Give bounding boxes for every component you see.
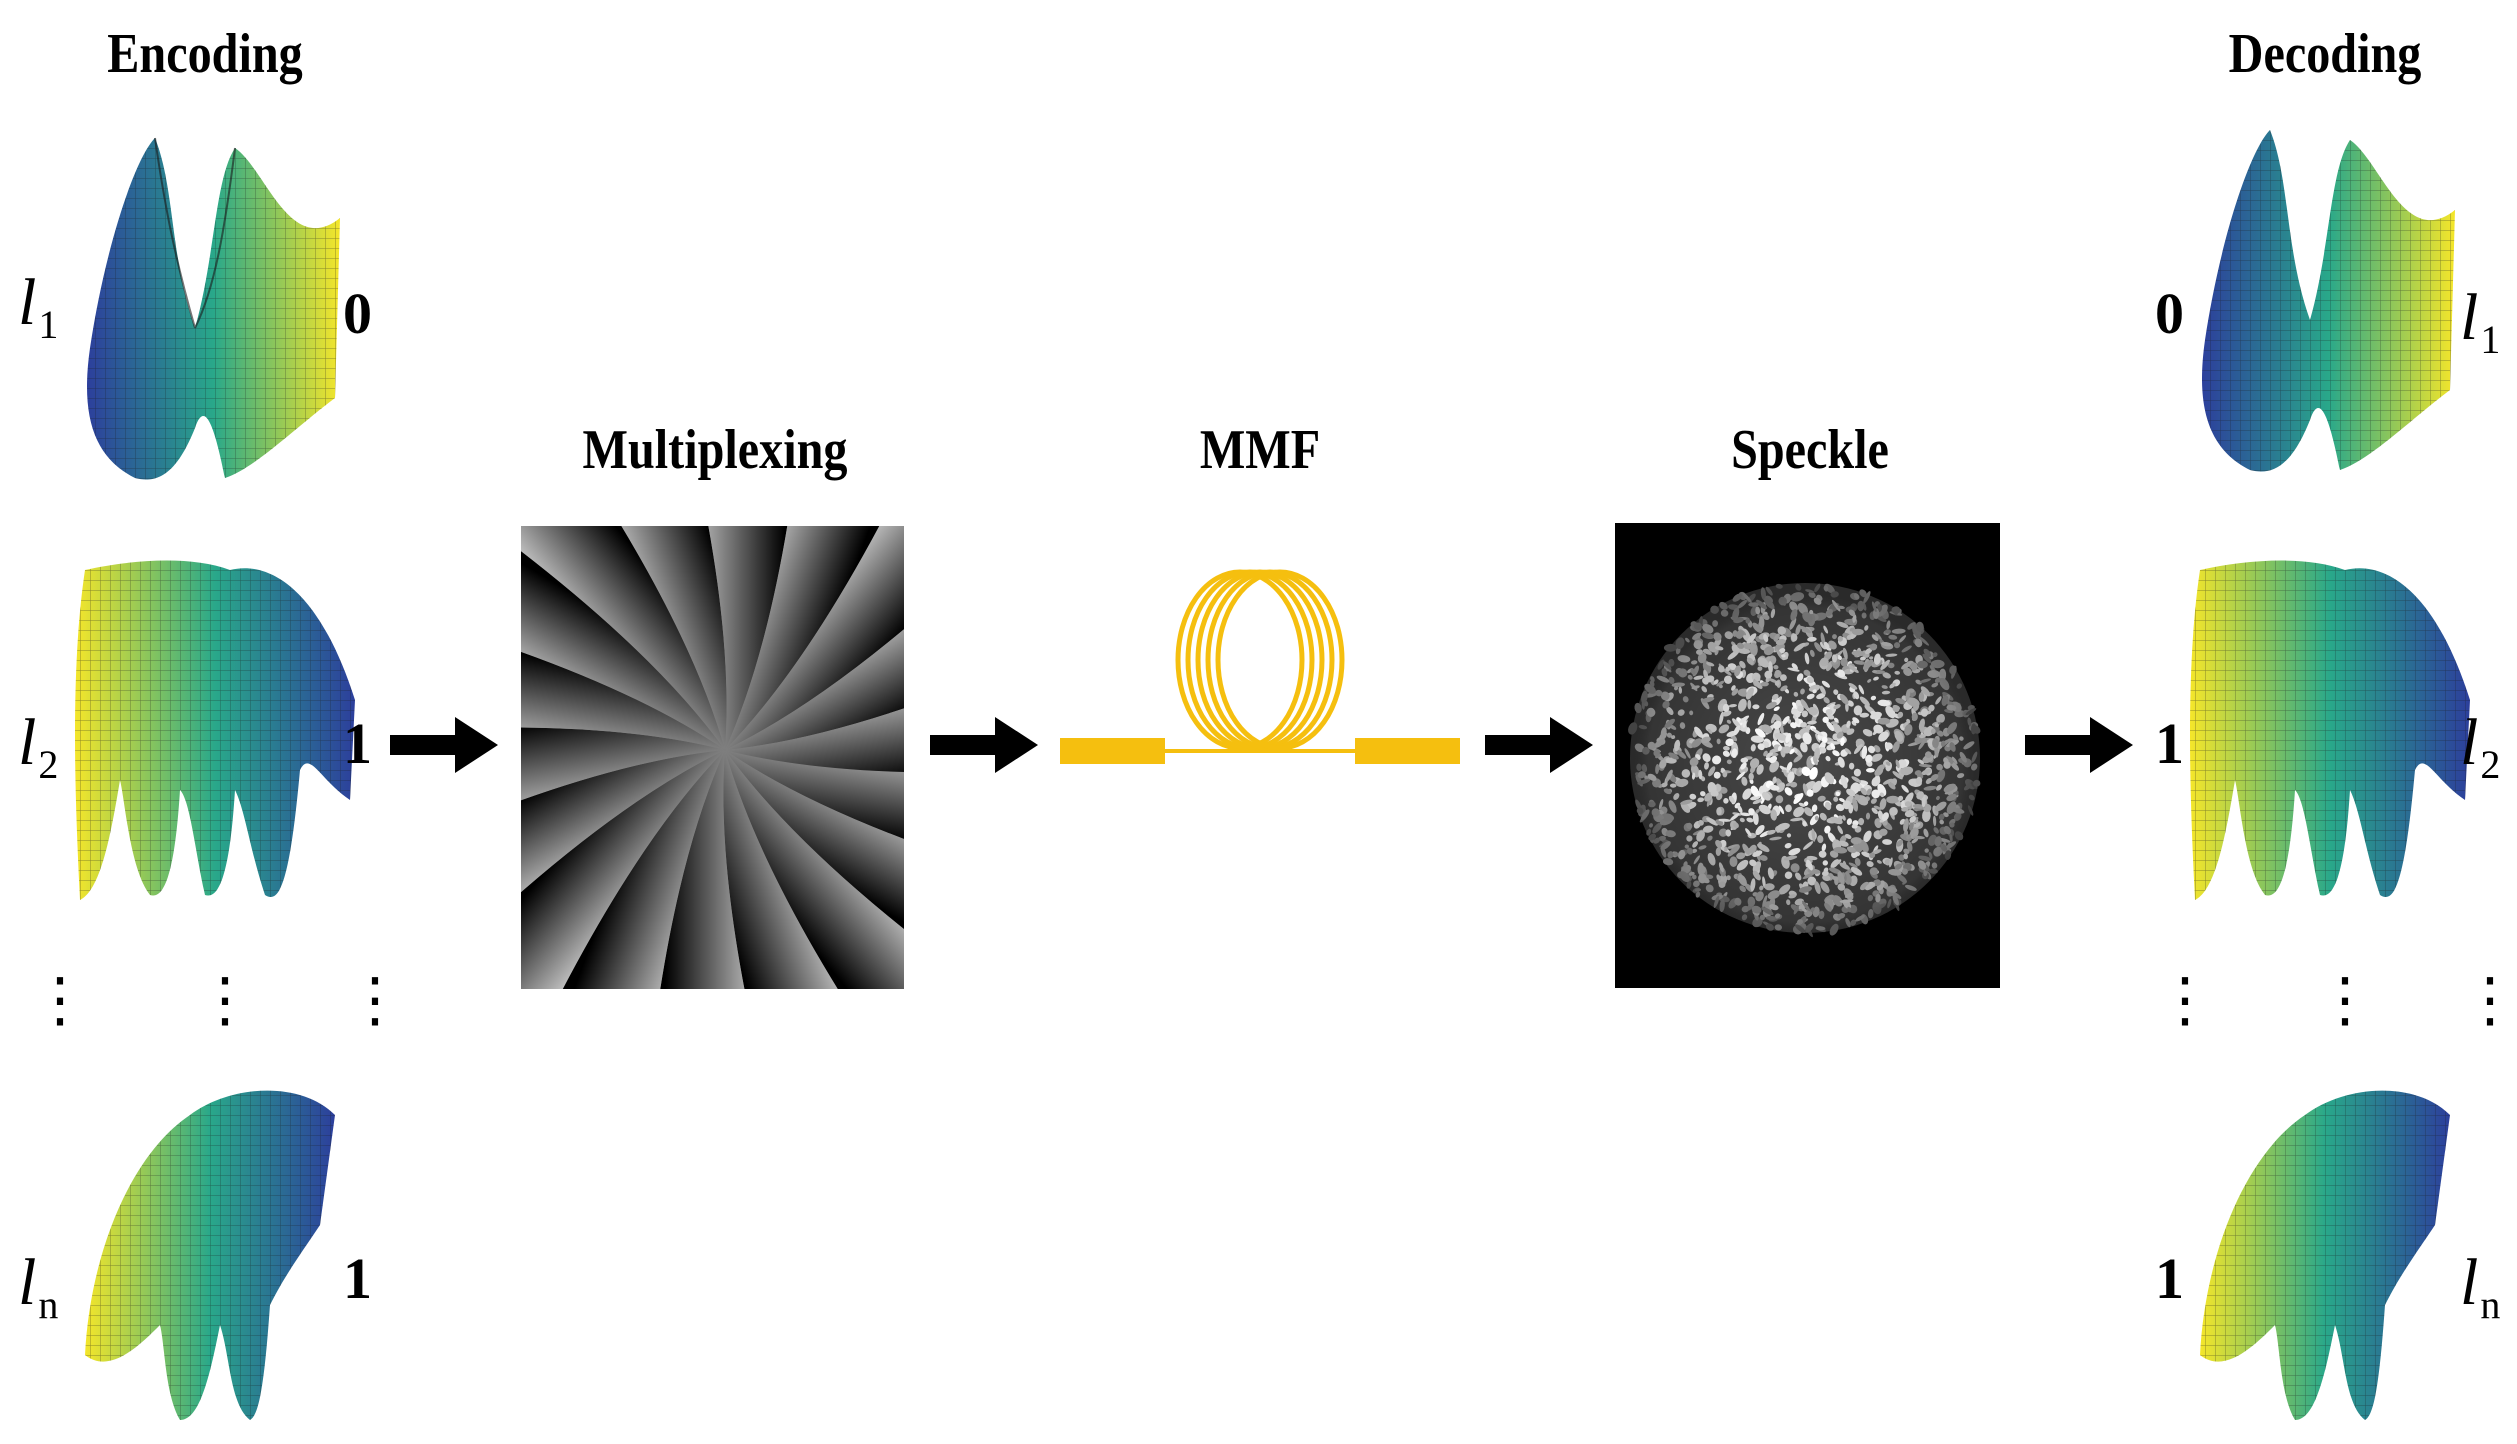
hologram-wedge bbox=[708, 525, 788, 750]
hologram-wedge bbox=[520, 525, 725, 750]
encoding-ellipsis-3: ⋮ bbox=[345, 965, 405, 1035]
encoding-surface-1 bbox=[87, 137, 340, 480]
decoding-bit-n: 1 bbox=[2155, 1246, 2184, 1311]
decoding-ellipsis-2: ⋮ bbox=[2315, 965, 2375, 1035]
hologram-wedge bbox=[725, 628, 905, 750]
multimode-fiber-coil bbox=[1060, 569, 1460, 764]
hologram-wedge bbox=[520, 750, 725, 894]
arrow-multiplexing-to-mmf bbox=[930, 717, 1038, 773]
hologram-wedge bbox=[520, 727, 725, 801]
decoding-mode-label-1: l1 bbox=[2460, 281, 2501, 362]
multiplexing-title: Multiplexing bbox=[582, 419, 848, 481]
encoding-mode-label-n: ln bbox=[18, 1246, 59, 1327]
hologram-wedge bbox=[725, 525, 880, 750]
arrow-encoding-to-multiplexing bbox=[390, 717, 498, 773]
encoding-mode-label-2: l2 bbox=[18, 706, 59, 787]
hologram-wedge bbox=[620, 525, 727, 750]
hologram-wedge bbox=[725, 750, 905, 930]
encoding-bit-1: 0 bbox=[343, 281, 372, 346]
encoding-mode-label-1: l1 bbox=[18, 266, 59, 347]
encoding-bit-2: 1 bbox=[343, 711, 372, 776]
fiber-output-connector bbox=[1355, 738, 1460, 764]
decoding-mode-label-2: l2 bbox=[2460, 706, 2501, 787]
decoding-surface-2 bbox=[2190, 560, 2470, 900]
hologram-wedge bbox=[723, 750, 839, 990]
hologram-wedge bbox=[725, 750, 905, 840]
arrow-speckle-to-decoding bbox=[2025, 717, 2133, 773]
decoding-ellipsis-3: ⋮ bbox=[2460, 965, 2517, 1035]
fiber-input-connector bbox=[1060, 738, 1165, 764]
decoding-bit-2: 1 bbox=[2155, 711, 2184, 776]
speckle-title: Speckle bbox=[1731, 419, 1889, 481]
hologram-wedge bbox=[725, 750, 905, 990]
arrow-mmf-to-speckle bbox=[1485, 717, 1593, 773]
encoding-bit-n: 1 bbox=[343, 1246, 372, 1311]
encoding-surface-2 bbox=[75, 560, 355, 900]
hologram-wedge bbox=[725, 707, 905, 772]
multiplexed-phase-hologram bbox=[520, 525, 905, 990]
encoding-ellipsis-1: ⋮ bbox=[30, 965, 90, 1035]
decoding-title: Decoding bbox=[2228, 23, 2422, 85]
decoding-surface-1 bbox=[2202, 130, 2455, 472]
hologram-wedge bbox=[660, 750, 745, 990]
encoding-ellipsis-2: ⋮ bbox=[195, 965, 255, 1035]
hologram-wedge bbox=[520, 750, 725, 990]
fiber-loop bbox=[1215, 569, 1345, 751]
decoding-bit-1: 0 bbox=[2155, 281, 2184, 346]
encoding-surface-3 bbox=[85, 1090, 335, 1420]
hologram-wedge bbox=[520, 651, 725, 750]
decoding-ellipsis-1: ⋮ bbox=[2155, 965, 2215, 1035]
speckle-pattern-image bbox=[1615, 523, 2000, 988]
hologram-wedge bbox=[725, 525, 905, 750]
decoding-mode-label-n: ln bbox=[2460, 1246, 2501, 1327]
encoding-title: Encoding bbox=[107, 23, 303, 85]
mmf-title: MMF bbox=[1199, 419, 1321, 481]
hologram-wedge bbox=[562, 750, 725, 990]
hologram-wedge bbox=[520, 550, 725, 750]
decoding-surface-3 bbox=[2200, 1090, 2450, 1420]
